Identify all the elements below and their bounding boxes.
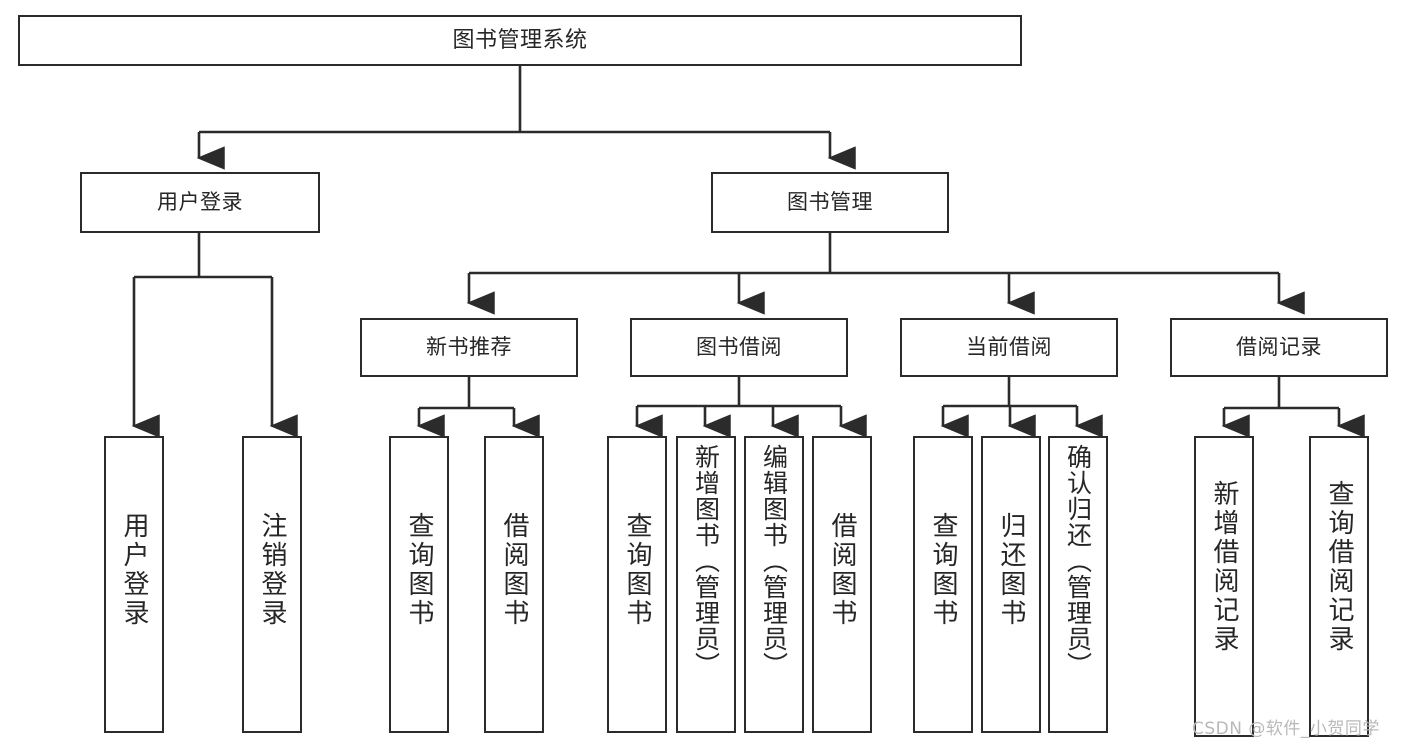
node-label: 注销登录 (257, 512, 287, 628)
node-label: 借阅图书 (827, 512, 857, 628)
node-label: 查询图书 (404, 512, 434, 628)
node-leaf-query-book-current[interactable]: 查询图书 (913, 436, 973, 733)
node-label: 图书借阅 (696, 335, 782, 360)
node-label: 确认归还（管理员） (1063, 444, 1093, 678)
node-leaf-edit-book-admin[interactable]: 编辑图书（管理员） (744, 436, 804, 733)
node-leaf-query-book-borrow[interactable]: 查询图书 (607, 436, 667, 733)
node-new-book-recommend[interactable]: 新书推荐 (360, 318, 578, 377)
node-label: 查询借阅记录 (1324, 480, 1354, 654)
node-label: 查询图书 (622, 512, 652, 628)
node-label: 当前借阅 (966, 335, 1052, 360)
node-leaf-query-borrow-record[interactable]: 查询借阅记录 (1309, 436, 1369, 737)
node-label: 新书推荐 (426, 335, 512, 360)
node-book-management[interactable]: 图书管理 (711, 172, 949, 233)
node-user-login[interactable]: 用户登录 (80, 172, 320, 233)
node-label: 图书管理 (787, 190, 873, 215)
node-label: 借阅记录 (1236, 335, 1322, 360)
node-leaf-add-borrow-record[interactable]: 新增借阅记录 (1194, 436, 1254, 737)
node-leaf-confirm-return-admin[interactable]: 确认归还（管理员） (1048, 436, 1108, 733)
node-root-library-management-system[interactable]: 图书管理系统 (18, 15, 1022, 66)
node-leaf-borrow-book-recommend[interactable]: 借阅图书 (484, 436, 544, 733)
node-borrow-record[interactable]: 借阅记录 (1170, 318, 1388, 377)
node-label: 图书管理系统 (452, 27, 588, 53)
node-label: 新增借阅记录 (1209, 480, 1239, 654)
node-leaf-return-book[interactable]: 归还图书 (981, 436, 1041, 733)
node-label: 用户登录 (119, 512, 149, 628)
node-label: 查询图书 (928, 512, 958, 628)
node-label: 新增图书（管理员） (691, 444, 721, 678)
node-label: 归还图书 (996, 512, 1026, 628)
node-label: 编辑图书（管理员） (759, 444, 789, 678)
node-leaf-user-login[interactable]: 用户登录 (104, 436, 164, 733)
node-leaf-logout[interactable]: 注销登录 (242, 436, 302, 733)
node-leaf-add-book-admin[interactable]: 新增图书（管理员） (676, 436, 736, 733)
node-leaf-borrow-book[interactable]: 借阅图书 (812, 436, 872, 733)
node-label: 用户登录 (157, 190, 243, 215)
csdn-watermark: CSDN @软件_小贺同学 (1192, 719, 1380, 739)
node-label: 借阅图书 (499, 512, 529, 628)
node-current-borrow[interactable]: 当前借阅 (900, 318, 1118, 377)
node-book-borrow[interactable]: 图书借阅 (630, 318, 848, 377)
node-leaf-query-book-recommend[interactable]: 查询图书 (389, 436, 449, 733)
